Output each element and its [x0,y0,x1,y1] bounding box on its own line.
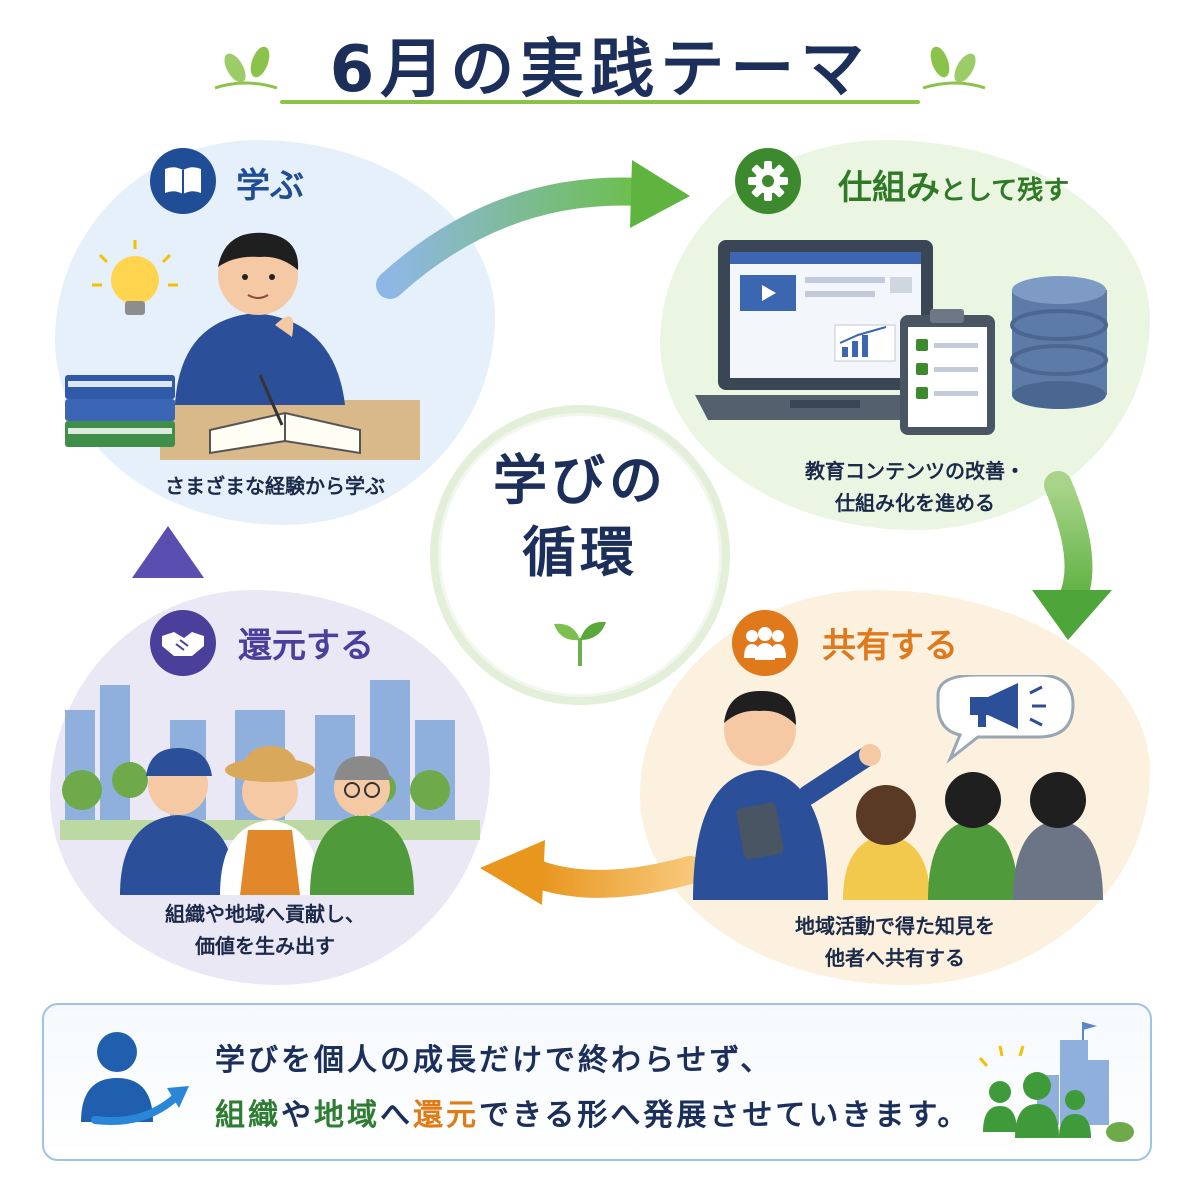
center-label: 学びの 循環 [430,445,730,589]
share-caption: 地域活動で得た知見を 他者へ共有する [695,910,1095,974]
book-stack [65,375,175,447]
center-label-line2: 循環 [522,521,638,584]
checklist-tablet-icon [900,309,995,435]
summary-segment: や [281,1098,314,1133]
community-illustration [60,680,480,895]
learning-illustration [65,232,420,460]
system-caption-line1: 教育コンテンツの改善・ [805,459,1025,483]
summary-line2: 組織や地域へ還元できる形へ発展させていきます。 [215,1090,970,1134]
share-title: 共有する [822,626,958,666]
return-caption: 組織や地域へ貢献し、 価値を生み出す [75,898,455,962]
group-icon [744,627,786,660]
student-figure [175,232,345,405]
summary-segment: 組織 [215,1098,281,1133]
farmer-figure [220,746,320,895]
database-icon [1010,276,1108,409]
leaf-right-icon [922,46,986,90]
worker-figure [120,748,236,895]
system-caption-line2: 仕組み化を進める [835,491,995,515]
speech-bubble-megaphone-icon [936,675,1075,764]
share-caption-line1: 地域活動で得た知見を [795,914,995,938]
sprout-icon [554,621,606,666]
summary-segment: できる形へ発展させていきます。 [479,1098,971,1133]
audience-figures [843,772,1103,900]
summary-segment: 還元 [413,1098,479,1133]
community-growth-icon [978,1022,1134,1142]
learn-node-badge [150,148,216,214]
system-node-badge [735,148,801,214]
title-underline [280,100,920,104]
learn-title: 学ぶ [236,166,304,206]
learn-caption: さまざまな経験から学ぶ [165,474,385,498]
page-title: 6月の実践テーマ [329,33,871,107]
laptop-icon [695,240,955,420]
presenter-figure [693,690,881,900]
summary-box [42,1003,1152,1161]
elder-figure [310,756,414,895]
system-illustration [695,240,1108,435]
center-label-line1: 学びの [493,449,667,512]
system-title: 仕組みとして残す [838,160,1069,209]
sharing-illustration [693,675,1103,900]
summary-segment: へ [380,1098,413,1133]
open-notebook [209,374,361,455]
return-node-badge [150,610,216,676]
summary-segment: 地域 [314,1098,380,1133]
book-icon [165,167,201,194]
handshake-icon [162,632,204,656]
return-caption-line1: 組織や地域へ貢献し、 [165,902,365,926]
leaf-left-icon [214,46,278,90]
share-caption-line2: 他者へ共有する [825,946,965,970]
return-caption-line2: 価値を生み出す [195,934,335,958]
share-node-badge [732,610,798,676]
person-growth-icon [81,1032,189,1125]
system-title-main: 仕組み [838,168,940,208]
gear-icon [748,161,788,201]
summary-line1: 学びを個人の成長だけで終わらせず、 [215,1043,774,1078]
system-title-sub: として残す [940,176,1070,206]
lightbulb-icon [92,240,178,315]
cycle-arrows [132,160,1112,905]
system-caption: 教育コンテンツの改善・ 仕組み化を進める [725,455,1105,519]
return-title: 還元する [238,626,374,666]
